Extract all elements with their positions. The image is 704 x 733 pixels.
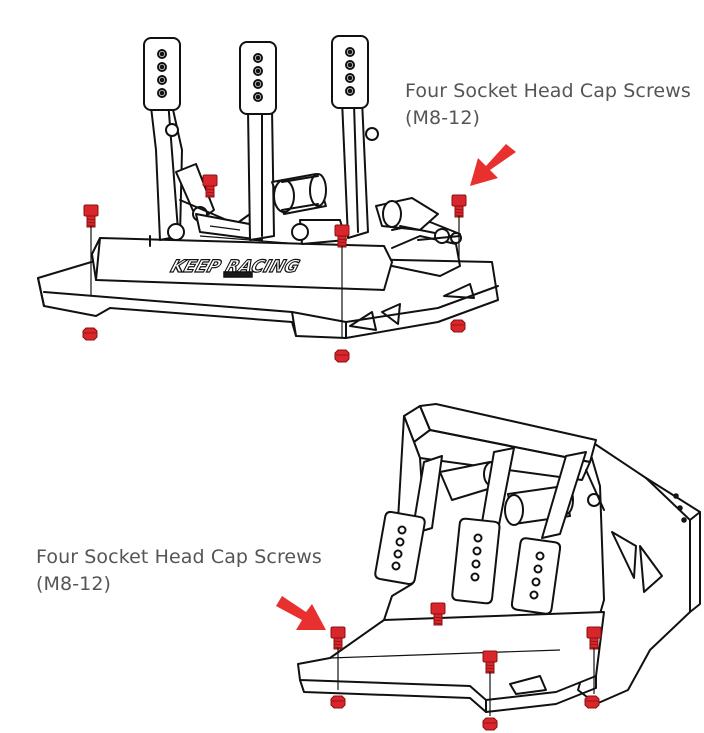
brand-logo: KEEP RACING xyxy=(168,257,302,276)
screw-icon xyxy=(83,204,99,228)
nut-icon xyxy=(334,349,350,363)
nut-icon xyxy=(584,695,600,709)
pedal-set-flat-mount: KEEP RACING xyxy=(37,35,516,363)
screw-icon xyxy=(330,626,346,650)
arrow-icon xyxy=(470,144,516,186)
pedal-centre xyxy=(239,41,347,245)
screw-callout-top: Four Socket Head Cap Screws (M8-12) xyxy=(405,78,691,132)
nut-icon xyxy=(330,695,346,709)
pedal-right xyxy=(331,35,451,244)
callout-top-line1: Four Socket Head Cap Screws xyxy=(405,80,691,102)
callout-bottom-line1: Four Socket Head Cap Screws xyxy=(36,546,322,568)
nut-icon xyxy=(450,319,466,333)
nut-icon xyxy=(482,717,498,731)
nut-icon xyxy=(82,327,98,341)
floor-plate xyxy=(297,611,605,701)
callout-top-line2: (M8-12) xyxy=(405,107,481,129)
screw-callout-bottom: Four Socket Head Cap Screws (M8-12) xyxy=(36,544,322,598)
screw-icon xyxy=(451,194,467,218)
pedal-set-angled-mount xyxy=(276,403,701,731)
callout-bottom-line2: (M8-12) xyxy=(36,573,112,595)
arrow-icon xyxy=(276,596,326,630)
pedal-left xyxy=(143,37,263,241)
angled-pedal-left xyxy=(374,455,501,586)
